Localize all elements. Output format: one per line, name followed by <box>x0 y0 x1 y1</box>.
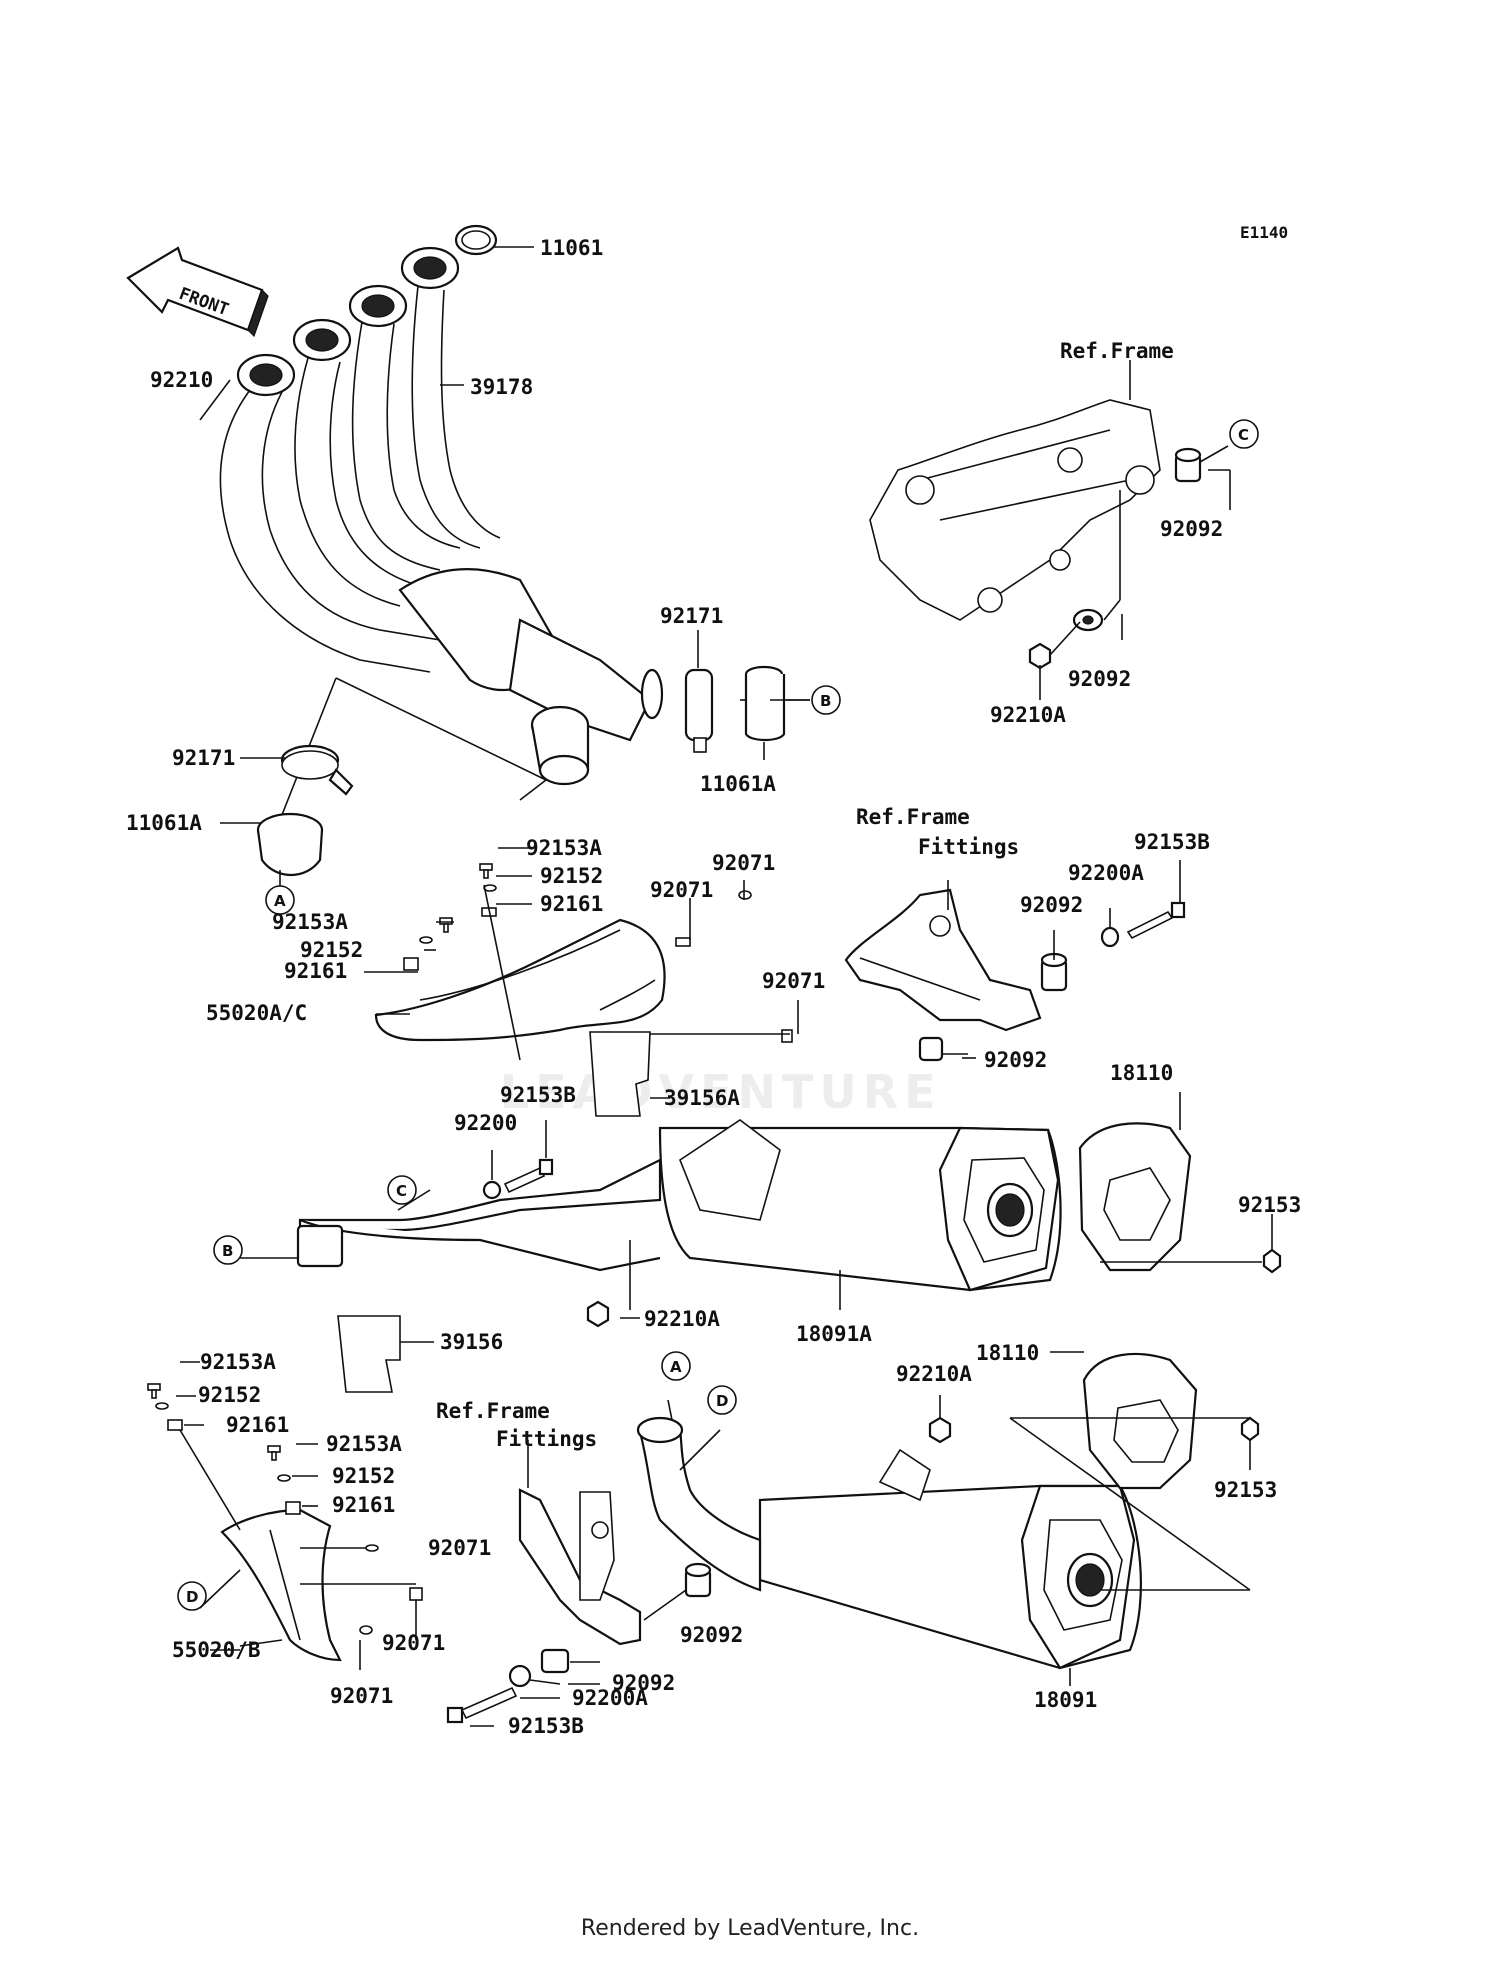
label-92092-frame: 92092 <box>1160 517 1223 541</box>
part-number-labels: 11061 39178 92210 92171 92171 11061A 110… <box>126 236 1301 1738</box>
label-92152-3: 92152 <box>198 1383 261 1407</box>
frame-fittings-lower <box>446 1440 712 1724</box>
label-92071-f: 92071 <box>330 1684 393 1708</box>
label-92152-2: 92152 <box>300 938 363 962</box>
label-92071-d: 92071 <box>428 1536 491 1560</box>
svg-text:D: D <box>186 1588 198 1606</box>
label-92152-4: 92152 <box>332 1464 395 1488</box>
label-92153-top: 92153 <box>1238 1193 1301 1217</box>
svg-text:C: C <box>1238 426 1249 444</box>
label-92210A-bottom: 92210A <box>896 1362 972 1386</box>
svg-text:A: A <box>670 1358 682 1376</box>
label-92153-bottom: 92153 <box>1214 1478 1277 1502</box>
ref-frame-label: Ref.Frame <box>1060 339 1174 363</box>
svg-text:C: C <box>396 1182 407 1200</box>
label-92210A-frame: 92210A <box>990 703 1066 727</box>
label-11061: 11061 <box>540 236 603 260</box>
label-55020AC: 55020A/C <box>206 1001 307 1025</box>
label-92200A-fittings: 92200A <box>1068 861 1144 885</box>
label-92071-b: 92071 <box>650 878 713 902</box>
clamp-and-gasket-left <box>256 744 354 876</box>
ref-marker-c-mid: C <box>387 1175 417 1205</box>
label-92071-c: 92071 <box>762 969 825 993</box>
label-92210: 92210 <box>150 368 213 392</box>
label-92092-bottom: 92092 <box>680 1623 743 1647</box>
reference-markers: C B A C B A D D <box>177 419 1259 1611</box>
label-92200: 92200 <box>454 1111 517 1135</box>
label-39156A: 39156A <box>664 1086 740 1110</box>
label-92153B-bottom: 92153B <box>508 1714 584 1738</box>
label-55020B: 55020/B <box>172 1638 261 1662</box>
ref-marker-b-top: B <box>811 685 841 715</box>
label-39178: 39178 <box>470 375 533 399</box>
label-92153A-2: 92153A <box>272 910 348 934</box>
diagram-code: E1140 <box>1240 223 1288 242</box>
ref-frame-fittings-mid-1: Ref.Frame <box>856 805 970 829</box>
label-18110-bottom: 18110 <box>976 1341 1039 1365</box>
label-92092-mid: 92092 <box>984 1048 1047 1072</box>
label-92071-e: 92071 <box>382 1631 445 1655</box>
svg-text:B: B <box>820 692 831 710</box>
label-11061A-left: 11061A <box>126 811 202 835</box>
ref-marker-b-mid: B <box>213 1235 243 1265</box>
label-92171-left: 92171 <box>172 746 235 770</box>
label-92152-1: 92152 <box>540 864 603 888</box>
frame-illustration <box>869 360 1229 670</box>
ref-marker-a-left: A <box>265 885 295 915</box>
label-92210A-mid: 92210A <box>644 1307 720 1331</box>
label-92161-4: 92161 <box>332 1493 395 1517</box>
label-92153B-fittings: 92153B <box>1134 830 1210 854</box>
label-11061A-right: 11061A <box>700 772 776 796</box>
svg-text:A: A <box>274 892 286 910</box>
label-92171-right: 92171 <box>660 604 723 628</box>
svg-text:D: D <box>716 1392 728 1410</box>
muffler-left <box>636 1352 1260 1686</box>
svg-text:B: B <box>222 1242 233 1260</box>
heat-cover-upper <box>374 863 799 1061</box>
frame-fittings-middle <box>844 860 1186 1062</box>
ref-marker-a-bot: A <box>661 1351 691 1381</box>
label-92092-fittings: 92092 <box>1020 893 1083 917</box>
label-92161-2: 92161 <box>284 959 347 983</box>
ref-marker-d-bot: D <box>707 1385 737 1415</box>
header-pipe-assembly <box>219 224 664 831</box>
label-92200A-bottom: 92200A <box>572 1686 648 1710</box>
ref-marker-c-top: C <box>1229 419 1259 449</box>
clamp-and-gasket-right <box>684 665 786 753</box>
label-92153B-mid: 92153B <box>500 1083 576 1107</box>
label-92153A-4: 92153A <box>326 1432 402 1456</box>
label-92092-bottom-2: 92092 <box>612 1671 675 1695</box>
label-18110-top: 18110 <box>1110 1061 1173 1085</box>
label-39156: 39156 <box>440 1330 503 1354</box>
ref-marker-d-left: D <box>177 1581 207 1611</box>
muffler-right <box>296 1119 1282 1328</box>
ref-frame-fittings-low-1: Ref.Frame <box>436 1399 550 1423</box>
label-92153A-1: 92153A <box>526 836 602 860</box>
label-92071-a: 92071 <box>712 851 775 875</box>
label-92161-3: 92161 <box>226 1413 289 1437</box>
label-18091A: 18091A <box>796 1322 872 1346</box>
heat-cover-lower <box>147 1383 423 1670</box>
ref-frame-fittings-mid-2: Fittings <box>918 835 1019 859</box>
label-92092-frame-lower: 92092 <box>1068 667 1131 691</box>
watermark: LEADVENTURE <box>500 1065 942 1119</box>
footer-credit: Rendered by LeadVenture, Inc. <box>580 1916 920 1941</box>
front-arrow-icon: FRONT <box>126 246 269 338</box>
leader-lines <box>176 246 1231 1727</box>
label-92161-1: 92161 <box>540 892 603 916</box>
ref-frame-fittings-low-2: Fittings <box>496 1427 597 1451</box>
heat-shield-plate-lower <box>337 1315 434 1393</box>
heat-shield-plate-upper <box>589 1031 651 1117</box>
label-92153A-3: 92153A <box>200 1350 276 1374</box>
label-18091: 18091 <box>1034 1688 1097 1712</box>
